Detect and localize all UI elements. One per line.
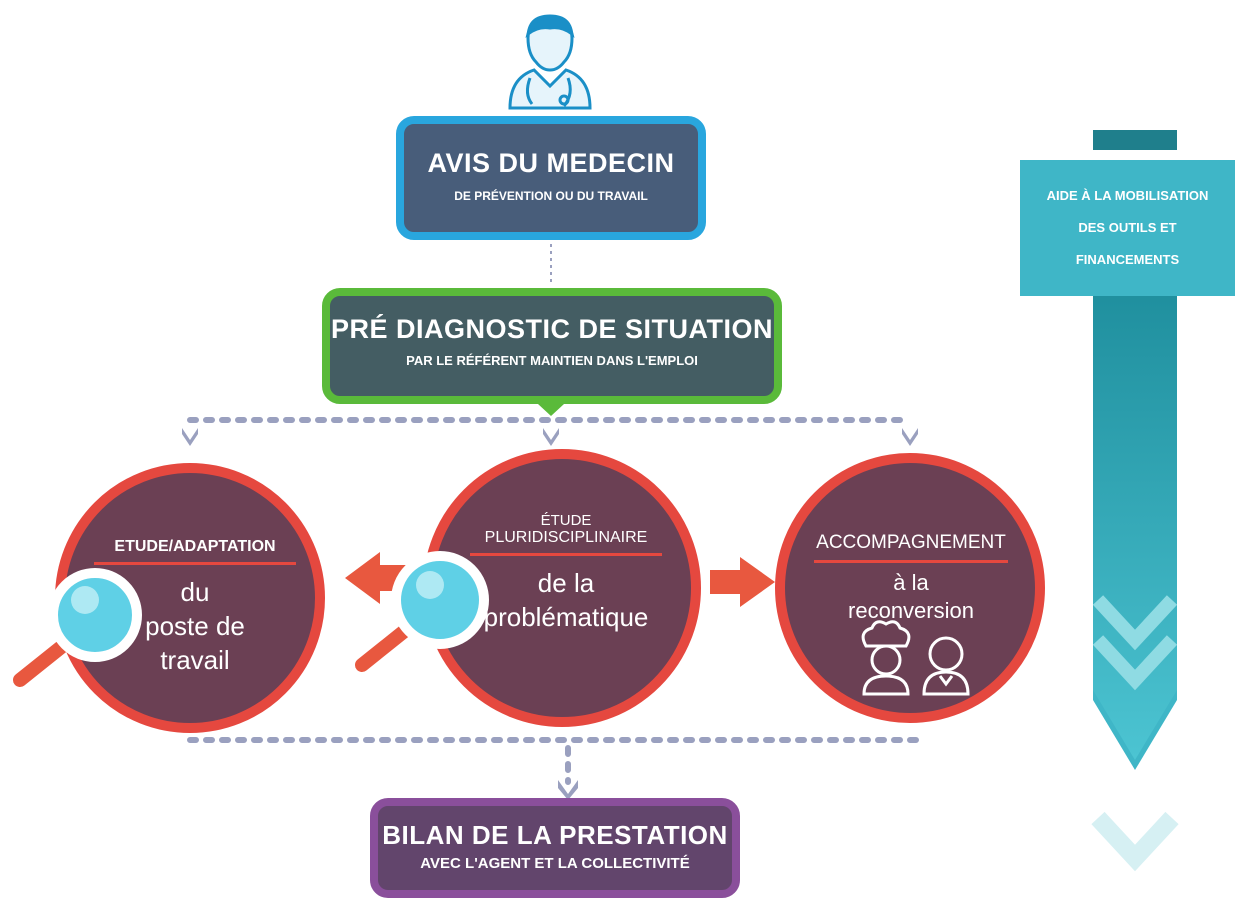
circle-shapes xyxy=(55,449,1045,733)
circle-etude-adaptation: ETUDE/ADAPTATION du poste de travail xyxy=(90,538,300,677)
divider xyxy=(470,553,662,556)
divider xyxy=(94,562,296,565)
circle-etude-pluridisciplinaire: ÉTUDE PLURIDISCIPLINAIRE de la problémat… xyxy=(466,512,666,634)
pre-diagnostic-subtitle: PAR LE RÉFÉRENT MAINTIEN DANS L'EMPLOI xyxy=(406,353,698,368)
divider xyxy=(814,560,1008,563)
side-banner-line: AIDE À LA MOBILISATION xyxy=(1046,188,1209,203)
arrow-right-icon xyxy=(710,557,775,607)
circle-title: ACCOMPAGNEMENT xyxy=(816,532,1006,553)
doctor-icon xyxy=(508,14,592,110)
circle-sub: à la xyxy=(893,570,929,595)
avis-medecin-box: AVIS DU MEDECIN DE PRÉVENTION OU DU TRAV… xyxy=(396,116,706,240)
bilan-box: BILAN DE LA PRESTATION AVEC L'AGENT ET L… xyxy=(370,798,740,898)
circle-sub: problématique xyxy=(483,602,649,632)
circle-accompagnement: ACCOMPAGNEMENT à la reconversion xyxy=(800,532,1022,625)
arrow-down-icon xyxy=(558,780,578,800)
circle-title: ÉTUDE xyxy=(540,512,592,529)
circle-sub: du xyxy=(180,577,210,607)
avis-title: AVIS DU MEDECIN xyxy=(427,148,675,178)
circle-sub: travail xyxy=(160,645,230,675)
chef-icon xyxy=(861,620,911,696)
circle-sub: poste de xyxy=(145,611,245,641)
side-column xyxy=(1091,130,1179,872)
pre-diagnostic-title: PRÉ DIAGNOSTIC DE SITUATION xyxy=(330,314,774,344)
circle-sub: reconversion xyxy=(848,598,974,623)
chevron-down-icon xyxy=(1092,635,1178,691)
waiter-icon xyxy=(922,636,970,696)
bilan-title: BILAN DE LA PRESTATION xyxy=(382,820,728,850)
circle-sub: de la xyxy=(537,568,595,598)
avis-subtitle: DE PRÉVENTION OU DU TRAVAIL xyxy=(454,189,648,203)
circle-title: PLURIDISCIPLINAIRE xyxy=(484,529,648,546)
side-banner-line: DES OUTILS ET xyxy=(1078,220,1177,235)
chevron-down-icon xyxy=(1091,811,1179,872)
magnifier-icon xyxy=(355,551,489,672)
arrow-down-icon xyxy=(182,428,918,446)
circle-title: ETUDE/ADAPTATION xyxy=(114,538,276,555)
bilan-subtitle: AVEC L'AGENT ET LA COLLECTIVITÉ xyxy=(420,855,690,872)
side-banner-line: FINANCEMENTS xyxy=(1075,252,1180,267)
side-banner: AIDE À LA MOBILISATION DES OUTILS ET FIN… xyxy=(1020,160,1235,296)
pre-diagnostic-box: PRÉ DIAGNOSTIC DE SITUATION PAR LE RÉFÉR… xyxy=(322,288,782,404)
magnifier-icon xyxy=(13,568,142,687)
chevron-down-icon xyxy=(1092,595,1178,651)
